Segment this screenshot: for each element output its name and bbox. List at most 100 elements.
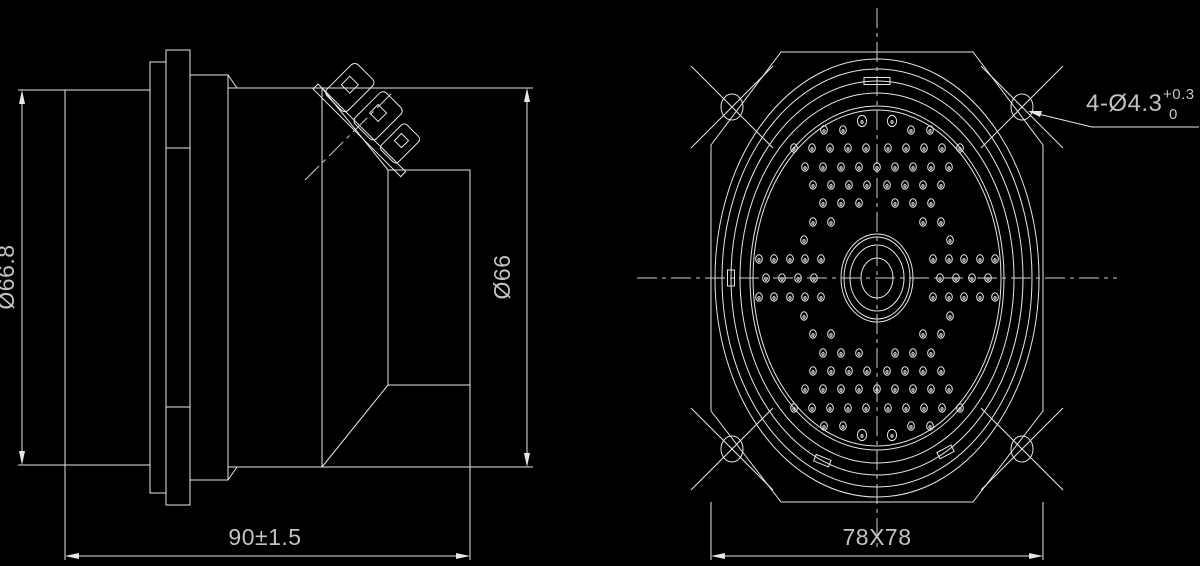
side-collar [189,74,229,481]
perforation-hole-pin [822,425,826,429]
perforation-hole-pin [962,258,966,262]
mounting-hole-crosshair [980,407,1064,491]
perforation-hole [770,254,778,264]
front-corner-mounting-holes [690,65,1064,491]
perforation-hole [884,403,892,413]
perforation-hole-pin [893,388,897,392]
arrowhead [1029,553,1043,559]
perforation-hole-pin [903,370,907,374]
perforation-hole-pin [911,202,915,206]
perforation-hole-pin [772,258,776,262]
perforation-hole [863,180,871,190]
perforation-hole [929,254,937,264]
perforation-hole-pin [922,147,926,151]
terminal-tab-1-slot [340,75,360,94]
perforation-hole-pin [939,370,943,374]
perforation-hole [827,366,835,376]
dim-rear-diameter-label: Ø66.8 [0,244,19,309]
perforation-hole [956,403,964,413]
terminal-tab-1 [325,62,375,113]
arrowhead [19,90,25,104]
perforation-hole [855,162,863,172]
perforation-hole [809,329,817,339]
perforation-hole [826,403,834,413]
perforation-hole [762,273,770,283]
perforation-hole-pin [864,147,868,151]
mounting-hole-crosshair [690,65,774,149]
perforation-hole [901,180,909,190]
perforation-hole [927,162,935,172]
perforation-hole-pin [788,296,792,300]
perforation-hole [891,384,899,394]
perforation-hole [800,235,808,245]
perforation-hole-pin [821,166,825,170]
perforation-hole-pin [788,258,792,262]
perforation-hole-pin [857,352,861,356]
perforation-hole [800,311,808,321]
perforation-hole-pin [860,434,864,438]
front-flange-octagon [710,51,1044,503]
arrowhead [524,453,530,467]
perforation-hole-pin [839,202,843,206]
perforation-hole-pin [978,258,982,262]
perforation-hole-pin [893,166,897,170]
perforation-hole [929,292,937,302]
side-chamfer-top [227,74,238,89]
perforation-hole [809,217,817,227]
perforation-hole-pin [929,388,933,392]
perforation-hole [817,254,825,264]
terminal-tab-3 [379,123,421,164]
perforation-hole [801,384,809,394]
perforation-hole [837,348,845,358]
perforation-hole [820,421,828,431]
terminal-centerline [304,91,394,181]
perforation-hole-pin [829,221,833,225]
perforation-hole-pin [811,370,815,374]
perforation-hole [819,384,827,394]
perforation-hole-pin [829,184,833,188]
mounting-hole-crosshair [980,65,1064,149]
perforation-hole [862,143,870,153]
perforation-hole-pin [922,407,926,411]
side-view: Ø66.8 Ø66 90±1.5 [0,49,533,560]
perforation-hole [801,162,809,172]
dim-front-diameter: Ø66 [237,87,533,468]
perforation-hole [856,114,868,128]
perforation-hole-pin [839,166,843,170]
perforation-hole [946,311,954,321]
side-flange-plate-1 [149,61,167,494]
perforation-hole-pin [841,129,845,133]
perforation-hole [809,366,817,376]
perforation-hole [786,254,794,264]
perforation-hole-pin [958,407,962,411]
perforation-hole-pin [928,425,932,429]
perforation-hole [937,180,945,190]
perforation-hole-pin [921,370,925,374]
perforation-hole-pin [857,202,861,206]
perforation-hole-pin [846,147,850,151]
perforation-hole-pin [909,129,913,133]
perforation-hole-pin [947,296,951,300]
perforation-hole [927,384,935,394]
perforation-hole-pin [931,296,935,300]
perforation-hole [927,348,935,358]
terminal-tab-3-slot [393,132,410,149]
perforation-hole-pin [993,296,997,300]
perforation-hole [827,217,835,227]
perforation-hole-pin [864,407,868,411]
dim-length: 90±1.5 [64,385,471,560]
rim-tab [936,444,955,460]
perforation-hole-pin [947,388,951,392]
perforation-hole-pin [772,296,776,300]
perforation-hole [909,198,917,208]
terminal-block [312,62,421,178]
corner-holes-callout: 4-Ø4.3 +0.3 0 [1028,86,1199,128]
perforation-hole-pin [958,147,962,151]
perforation-hole [938,403,946,413]
perforation-hole-pin [792,407,796,411]
perforation-hole [837,198,845,208]
perforation-hole-pin [757,258,761,262]
perforation-hole-pin [828,147,832,151]
corner-holes-tol-upper: +0.3 [1163,86,1195,103]
